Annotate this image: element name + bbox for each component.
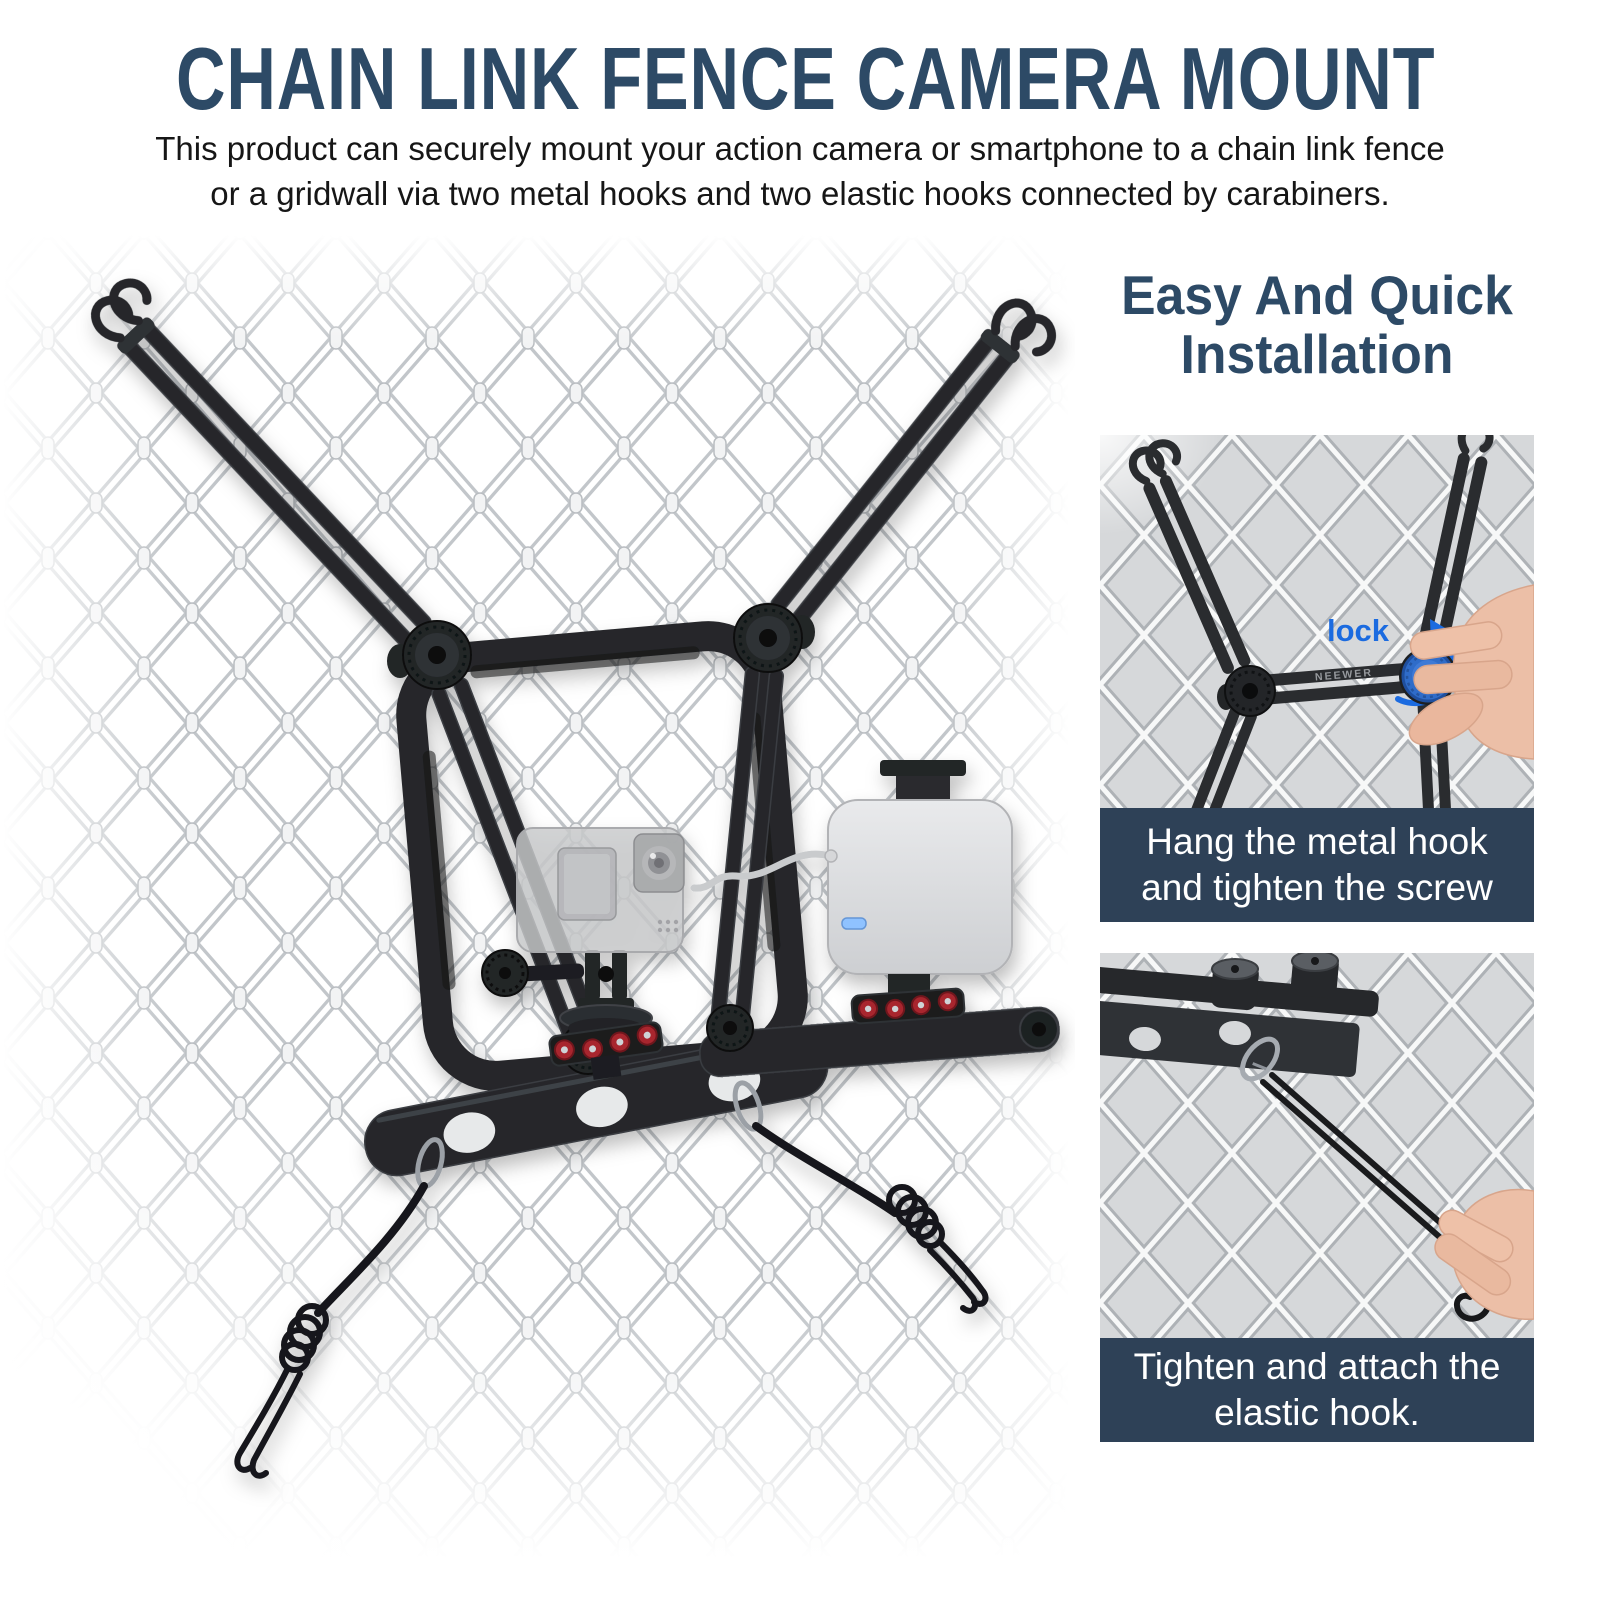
step-2-caption: Tighten and attach the elastic hook. bbox=[1100, 1338, 1534, 1442]
page-title: CHAIN LINK FENCE CAMERA MOUNT bbox=[176, 29, 1436, 128]
left-arm-tail bbox=[1190, 704, 1257, 808]
step-1-caption-line-2: and tighten the screw bbox=[1141, 867, 1493, 908]
carabiner bbox=[1240, 1036, 1280, 1082]
installation-step-2: Tighten and attach the elastic hook. bbox=[1100, 953, 1534, 1442]
step-1-caption-line-1: Hang the metal hook bbox=[1146, 821, 1488, 862]
hand bbox=[1408, 584, 1534, 760]
action-camera-body bbox=[516, 827, 685, 953]
left-arm bbox=[1128, 439, 1251, 674]
right-arm bbox=[1418, 435, 1494, 653]
installation-heading-line-1: Easy And Quick bbox=[1121, 264, 1513, 326]
pivot-knob-top-right bbox=[733, 603, 815, 673]
cold-shoe bbox=[880, 760, 966, 802]
step-1-caption: Hang the metal hook and tighten the scre… bbox=[1100, 808, 1534, 922]
pivot-cylinder bbox=[1290, 953, 1339, 999]
step-2-photo bbox=[1100, 953, 1534, 1338]
right-arm bbox=[770, 298, 1057, 629]
fence-camera-mount bbox=[91, 278, 1060, 1479]
step-2-caption-line-2: elastic hook. bbox=[1214, 1392, 1420, 1433]
cross-bar: NEEWER bbox=[1249, 661, 1433, 706]
installation-heading-line-2: Installation bbox=[1180, 323, 1454, 385]
pivot-cylinder bbox=[1210, 958, 1259, 1011]
subtitle-line-1: This product can securely mount your act… bbox=[155, 130, 1445, 167]
elastic-hook-left bbox=[234, 1137, 445, 1479]
pivot-knob-top-left bbox=[387, 620, 472, 690]
page-subtitle: This product can securely mount your act… bbox=[0, 126, 1600, 216]
brand-label: NEEWER bbox=[1315, 667, 1374, 684]
left-arm bbox=[91, 278, 432, 648]
step-1-photo: NEEWER lock bbox=[1100, 435, 1534, 808]
power-bank-body bbox=[827, 799, 1013, 975]
charging-cable bbox=[690, 850, 834, 892]
status-led bbox=[841, 917, 867, 930]
installation-heading: Easy And Quick Installation bbox=[1113, 266, 1521, 384]
installation-step-1: NEEWER lock bbox=[1100, 435, 1534, 922]
camera-lens bbox=[633, 833, 685, 893]
elastic-cord bbox=[1260, 1072, 1455, 1243]
elastic-hook-right bbox=[732, 1080, 989, 1314]
subtitle-line-2: or a gridwall via two metal hooks and tw… bbox=[210, 175, 1390, 212]
pivot-knob bbox=[1217, 665, 1276, 717]
shock-mount-plate bbox=[850, 987, 966, 1025]
step-2-caption-line-1: Tighten and attach the bbox=[1133, 1346, 1501, 1387]
mount-corner bbox=[1100, 953, 1379, 1078]
pivot-knob-bottom-right bbox=[706, 1004, 754, 1052]
lock-label: lock bbox=[1327, 613, 1390, 648]
main-product-photo bbox=[0, 228, 1075, 1600]
hand bbox=[1434, 1188, 1534, 1320]
